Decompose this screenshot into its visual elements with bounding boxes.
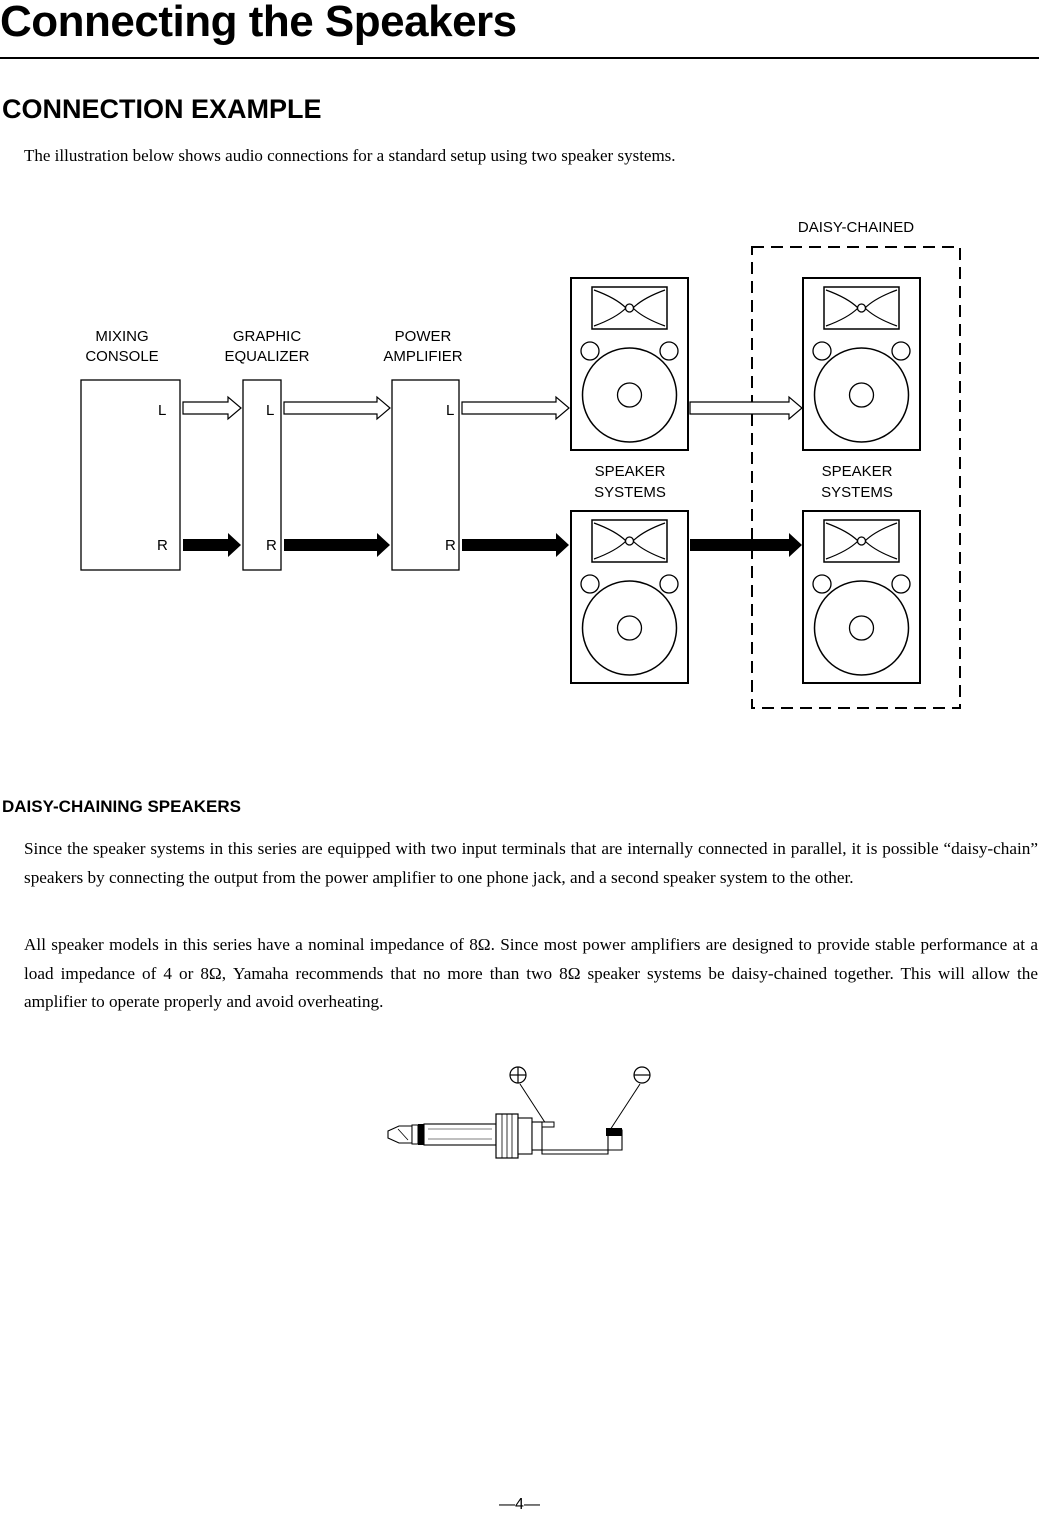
speaker-systems-right-label-1: SPEAKER [822,463,893,480]
console-r-label: R [157,537,168,554]
power-amplifier-label-2: AMPLIFIER [383,348,462,365]
speaker-systems-left-label-2: SYSTEMS [594,484,666,501]
title-rule [0,57,1039,59]
right-channel-arrow-4 [690,533,802,557]
intro-text: The illustration below shows audio conne… [24,146,676,165]
phone-plug-diagram [387,1066,651,1159]
left-channel-arrow-1 [182,395,242,421]
right-channel-arrow-3 [462,533,569,557]
equalizer-r-label: R [266,537,277,554]
page-title: Connecting the Speakers [0,0,517,46]
minus-circle-icon [633,1066,651,1084]
connection-diagram: DAISY-CHAINED MIXING CONSOLE GRAPHIC EQU… [80,219,961,709]
plus-circle-icon [509,1066,527,1084]
equalizer-l-label: L [266,402,274,419]
daisy-chained-label: DAISY-CHAINED [798,219,914,236]
mixing-console-box [80,379,181,571]
daisy-chain-paragraph-1: Since the speaker systems in this series… [24,839,1038,887]
power-amplifier-box [391,379,460,571]
page-number: —4— [499,1496,540,1513]
daisy-chain-outline [751,246,961,709]
speaker-right-bottom [802,510,921,684]
left-channel-arrow-3 [461,395,570,421]
speaker-right-top [802,277,921,451]
power-amplifier-label-1: POWER [395,328,452,345]
speaker-left-top [570,277,689,451]
daisy-chain-paragraph-2: All speaker models in this series have a… [24,935,1038,1011]
right-channel-arrow-2 [284,533,390,557]
daisy-chaining-heading: DAISY-CHAINING SPEAKERS [2,797,241,816]
section-heading: CONNECTION EXAMPLE [2,94,322,124]
left-channel-arrow-4 [689,395,803,421]
mixing-console-label-1: MIXING [95,328,148,345]
amplifier-r-label: R [445,537,456,554]
graphic-equalizer-box [242,379,282,571]
amplifier-l-label: L [446,402,454,419]
speaker-left-bottom [570,510,689,684]
graphic-equalizer-label-2: EQUALIZER [224,348,309,365]
right-channel-arrow-1 [183,533,241,557]
mixing-console-label-2: CONSOLE [85,348,158,365]
speaker-systems-left-label-1: SPEAKER [595,463,666,480]
left-channel-arrow-2 [283,395,391,421]
graphic-equalizer-label-1: GRAPHIC [233,328,302,345]
speaker-systems-right-label-2: SYSTEMS [821,484,893,501]
console-l-label: L [158,402,166,419]
